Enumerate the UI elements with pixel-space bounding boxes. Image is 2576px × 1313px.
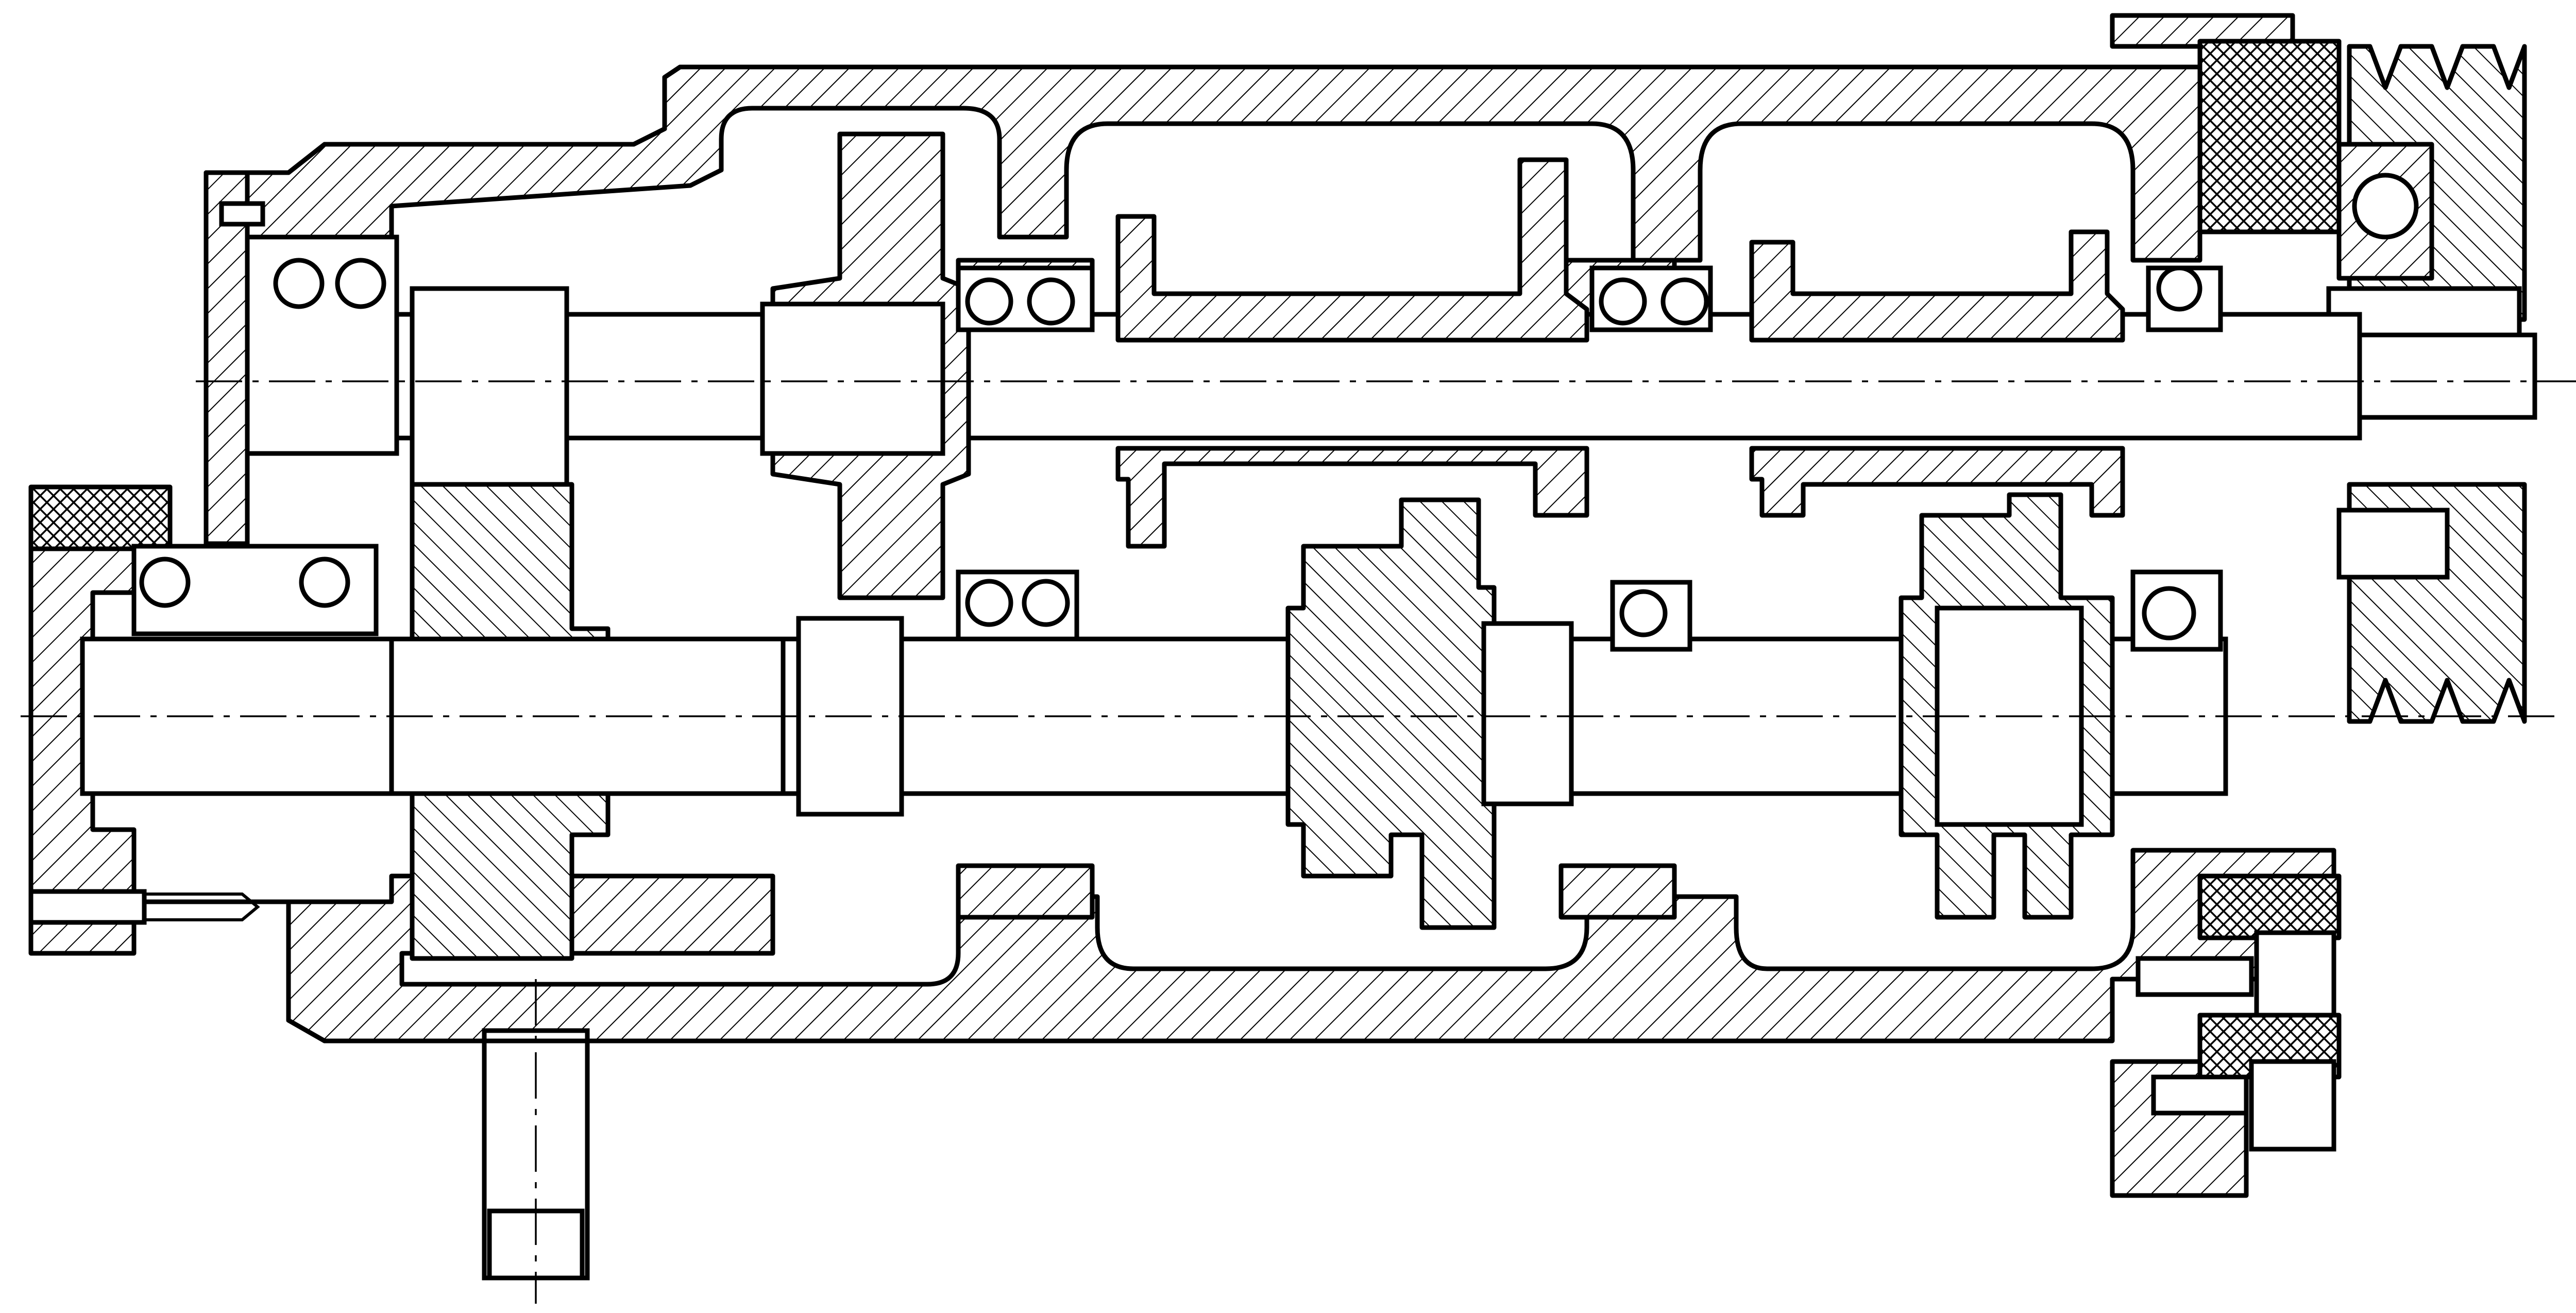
lower-gear-cluster-1 [1285,497,1497,930]
bearing-ball-11 [1022,579,1070,627]
upper-gear-large-bore [760,301,945,456]
pulley [2326,44,2527,724]
bolt-left-top [219,201,265,227]
bolt-right-head-2 [2249,1059,2336,1152]
upper-shaft-end [2357,332,2537,420]
housing-bottom-wall [100,848,2336,1043]
sliding-gear-cluster-1-lower [1115,446,1589,549]
housing-outline [206,64,2200,1043]
web-3 [956,863,1095,920]
bearing-ball-2 [335,258,386,309]
bearing-ball-6 [1660,277,1709,326]
bearing-ball-8 [139,557,191,608]
pulley-bearing-ball [2352,173,2419,240]
bearing-ball-1 [273,258,325,309]
bolt-left-bottom [28,889,147,925]
bolt-right-head-1 [2254,930,2336,1018]
sliding-gear-cluster-2 [1749,229,2125,343]
web-4 [1558,863,1677,920]
needle-bearing-mid [1481,621,1574,806]
left-seal-block [28,484,173,551]
sliding-gear-cluster-1 [1115,157,1589,343]
bearing-ball-7 [2156,265,2202,312]
left-cover [204,170,250,546]
output-stub [482,979,590,1304]
bearing-ball-10 [965,579,1013,627]
bearing-ball-4 [1027,277,1075,326]
bearing-ball-3 [965,277,1013,326]
bolt-right-bottom [2151,1074,2249,1116]
bolt-right-lower [2136,956,2254,997]
right-block-upper [2197,39,2342,234]
lower-shaft-assembly [21,482,2555,961]
bearing-ball-12 [1619,589,1668,637]
bearing-ball-5 [1599,277,1647,326]
pulley-key [2336,508,2450,580]
upper-shaft-assembly [196,131,2576,600]
sleeve-gear-upper-left [410,286,569,487]
bearing-ball-13 [2142,586,2196,641]
housing-top-wall [204,64,2202,263]
bolt-left-bottom-tip [144,893,260,921]
fasteners [28,201,2336,1152]
right-block-lower [2197,873,2342,940]
sliding-gear-cluster-2-lower [1749,446,2125,518]
bearing-ball-9 [299,557,350,608]
